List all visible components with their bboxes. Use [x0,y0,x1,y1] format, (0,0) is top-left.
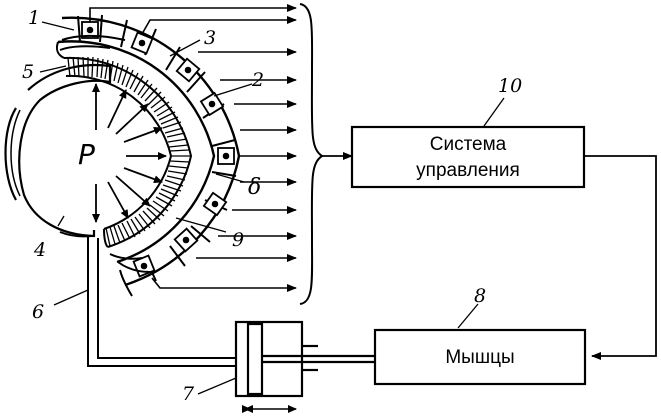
top-flange [55,34,126,59]
label-3: 3 [204,27,216,49]
tube [87,236,236,367]
muscles-label: Мышцы [445,347,514,368]
sensor-bulb [4,63,112,238]
control-system-label-line1: Система [430,134,507,155]
label-6: 6 [32,301,44,323]
label-2: 2 [251,69,264,91]
control-system-label-line2: управления [416,160,520,181]
membrane-hatching [67,56,190,247]
label-7: 7 [182,383,195,405]
signal-brace [299,3,324,305]
control-system-block [350,125,586,189]
gap-label: δ [248,175,261,200]
piston-motion-arrow-left-head [244,405,253,413]
bottom-flange [103,228,151,297]
label-9: 9 [232,229,244,251]
signal-lines [89,4,297,292]
label-5: 5 [22,61,34,83]
control-to-muscles-line [584,155,657,360]
outer-shell [57,16,241,287]
label-1: 1 [28,7,40,29]
pressure-arrows [92,83,167,223]
muscles-block [373,328,587,386]
hatched-membrane [63,56,193,248]
pressure-label: P [78,138,95,171]
label-8: 8 [474,285,486,307]
label-10: 10 [498,75,522,97]
piston-cylinder [234,320,375,398]
sensor-elements [81,21,235,278]
label-4: 4 [33,239,46,261]
leader-lines [39,21,505,395]
